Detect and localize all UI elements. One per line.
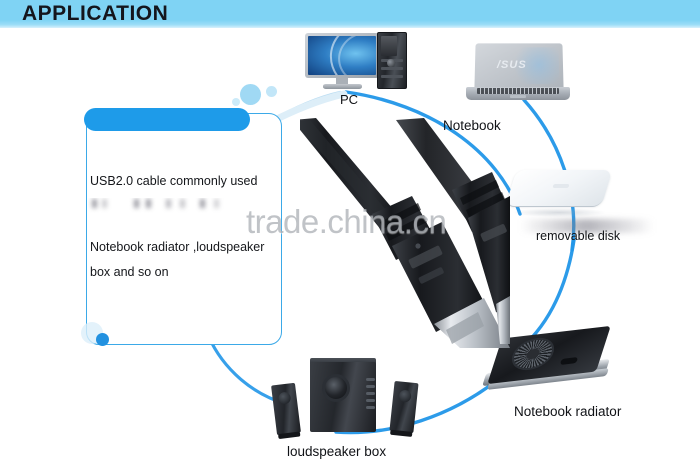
device-pc-image — [305, 32, 410, 91]
label-removable-disk-smudge — [520, 219, 654, 233]
notebook-lid: /SUS — [474, 43, 564, 89]
disk-top — [505, 170, 613, 206]
usb-cable-image — [300, 118, 510, 348]
notebook-touchpad — [510, 95, 526, 98]
satellite-foot-left — [278, 431, 301, 440]
tower-power-button — [387, 59, 395, 67]
subwoofer-top — [310, 358, 376, 365]
satellite-speaker-right — [389, 380, 419, 437]
label-notebook: Notebook — [443, 118, 501, 133]
disk-brand-mark — [552, 184, 570, 188]
corner-dot-decoration — [96, 333, 109, 346]
monitor-neck — [336, 78, 348, 85]
satellite-foot-right — [390, 429, 413, 437]
device-notebook-image: /SUS — [466, 43, 570, 103]
device-loudspeaker-image — [271, 352, 430, 440]
label-loudspeaker-box: loudspeaker box — [287, 444, 387, 459]
info-box — [86, 113, 282, 345]
info-text-line-2-redacted — [88, 198, 263, 218]
header-bar — [0, 0, 700, 28]
label-notebook-radiator: Notebook radiator — [514, 404, 622, 419]
tower-front-panel — [381, 36, 397, 56]
monitor-base — [323, 84, 362, 89]
tower-slot-2 — [381, 67, 403, 70]
info-text-line-3: Notebook radiator ,loudspeaker — [90, 240, 265, 254]
info-text-line-4: box and so on — [90, 265, 169, 279]
label-pc: PC — [340, 92, 359, 107]
decorative-bubble-medium — [266, 86, 277, 97]
satellite-driver-left — [277, 391, 292, 405]
pc-tower — [377, 32, 407, 89]
satellite-speaker-left — [271, 382, 301, 440]
monitor-screen — [308, 36, 376, 75]
monitor-body — [305, 33, 379, 78]
subwoofer-driver — [322, 374, 350, 402]
device-removable-disk-image — [505, 170, 613, 222]
notebook-keyboard — [477, 88, 559, 94]
page-title: APPLICATION — [22, 2, 169, 25]
info-box-title-pill — [84, 108, 250, 131]
asus-logo: /SUS — [496, 59, 527, 71]
info-text-line-1: USB2.0 cable commonly used — [90, 174, 258, 188]
label-removable-disk: removable disk — [536, 229, 621, 243]
notebook-screen: /SUS — [479, 47, 560, 85]
tower-slot-3 — [381, 75, 403, 78]
disk-shadow — [513, 208, 605, 217]
subwoofer-controls — [366, 378, 376, 420]
satellite-driver-right — [398, 389, 412, 403]
watermark: trade.china.cn — [246, 203, 447, 240]
decorative-bubble-small — [232, 98, 240, 106]
decorative-bubble-large — [240, 84, 261, 105]
